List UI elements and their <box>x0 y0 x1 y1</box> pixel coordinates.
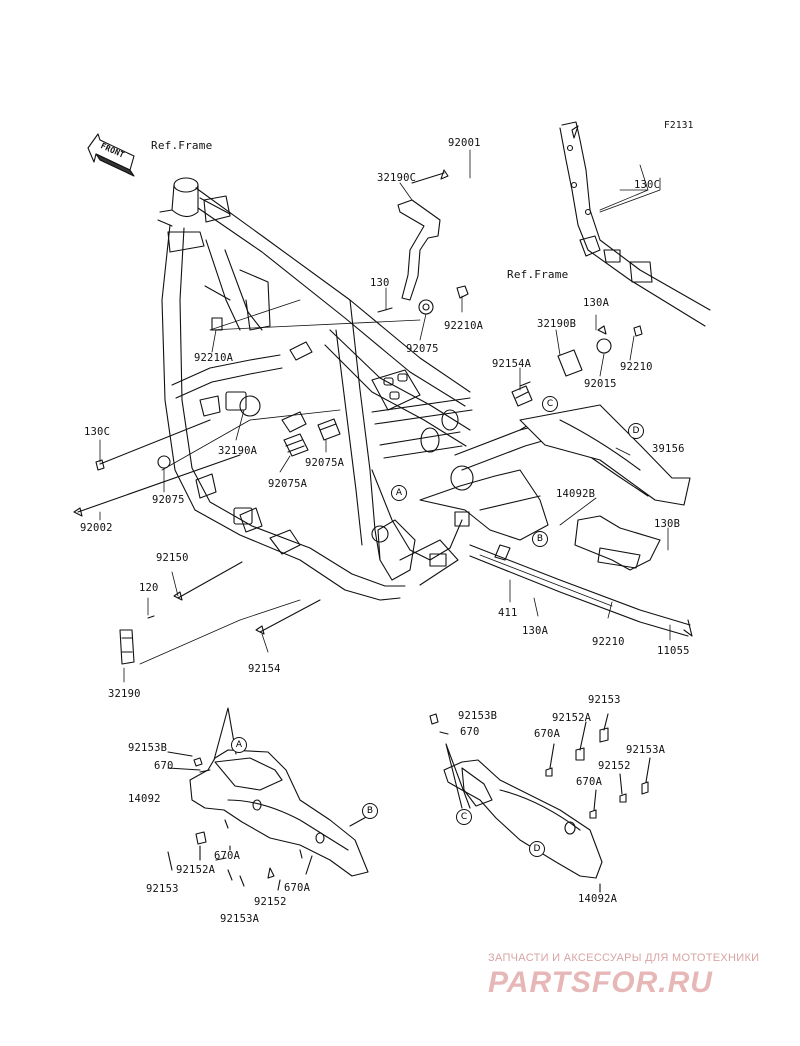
part-label: 92210A <box>194 352 234 364</box>
part-label: 92002 <box>80 522 113 534</box>
part-label: 130B <box>654 518 681 530</box>
part-label: 92153 <box>146 883 179 895</box>
part-label: 670A <box>576 776 603 788</box>
part-label: 92153B <box>128 742 168 754</box>
ref-frame-right <box>559 121 711 327</box>
part-label: 32190B <box>537 318 577 330</box>
rear-guard-39156 <box>519 404 691 506</box>
part-label: 670 <box>460 726 480 738</box>
part-label: 39156 <box>652 443 685 455</box>
ref-frame-label: Ref.Frame <box>507 268 569 281</box>
part-label: 92015 <box>584 378 617 390</box>
mounts-92075A <box>283 418 341 457</box>
callout-a: A <box>391 485 407 501</box>
part-label: 92152A <box>176 864 216 876</box>
part-label: 92210 <box>620 361 653 373</box>
part-label: 411 <box>498 607 518 619</box>
part-label: 92075 <box>152 494 185 506</box>
part-label: 14092B <box>556 488 596 500</box>
part-label: 92210A <box>444 320 484 332</box>
cover-14092A <box>429 713 651 893</box>
part-label: 14092 <box>128 793 161 805</box>
callout-a: A <box>231 737 247 753</box>
part-label: 92152A <box>552 712 592 724</box>
part-label: 92153B <box>458 710 498 722</box>
part-label: 130A <box>583 297 610 309</box>
part-label: 92152 <box>598 760 631 772</box>
part-label: 92210 <box>592 636 625 648</box>
diagram-id: F2131 <box>664 120 694 131</box>
part-label: 670A <box>284 882 311 894</box>
part-label: 32190C <box>377 172 417 184</box>
part-label: 11055 <box>657 645 690 657</box>
part-label: 32190 <box>108 688 141 700</box>
bracket-32190C <box>397 199 441 301</box>
part-label: 32190A <box>218 445 258 457</box>
ref-frame-label: Ref.Frame <box>151 139 213 152</box>
callout-d: D <box>628 423 644 439</box>
part-label: 92154A <box>492 358 532 370</box>
bracket-32190 <box>119 629 135 665</box>
part-label: 92153 <box>588 694 621 706</box>
part-label: 130C <box>84 426 111 438</box>
part-label: 670A <box>534 728 561 740</box>
leader-lines <box>99 149 671 683</box>
part-label: 92075A <box>268 478 308 490</box>
callout-c: C <box>542 396 558 412</box>
part-label: 92075A <box>305 457 345 469</box>
part-label: 92001 <box>448 137 481 149</box>
main-frame <box>157 177 473 601</box>
part-label: 130C <box>634 179 661 191</box>
watermark-logo: PARTSFOR.RU <box>488 966 713 999</box>
part-label: 120 <box>139 582 159 594</box>
hardware-top <box>211 169 643 407</box>
part-label: 92154 <box>248 663 281 675</box>
part-label: 92075 <box>406 343 439 355</box>
cover-14092B <box>574 515 661 571</box>
callout-b: B <box>532 531 548 547</box>
part-label: 670A <box>214 850 241 862</box>
part-label: 92153A <box>220 913 260 925</box>
callout-b: B <box>362 803 378 819</box>
callout-c: C <box>456 809 472 825</box>
part-label: 92153A <box>626 744 666 756</box>
part-label: 14092A <box>578 893 618 905</box>
part-label: 670 <box>154 760 174 772</box>
bolts-left <box>73 419 321 635</box>
part-label: 92150 <box>156 552 189 564</box>
part-label: 130 <box>370 277 390 289</box>
front-arrow-icon <box>87 133 135 177</box>
cover-14092 <box>167 707 369 891</box>
watermark-tagline: ЗАПЧАСТИ И АКСЕССУАРЫ ДЛЯ МОТОТЕХНИКИ <box>488 952 760 964</box>
callout-d: D <box>529 841 545 857</box>
part-label: 130A <box>522 625 549 637</box>
part-label: 92152 <box>254 896 287 908</box>
